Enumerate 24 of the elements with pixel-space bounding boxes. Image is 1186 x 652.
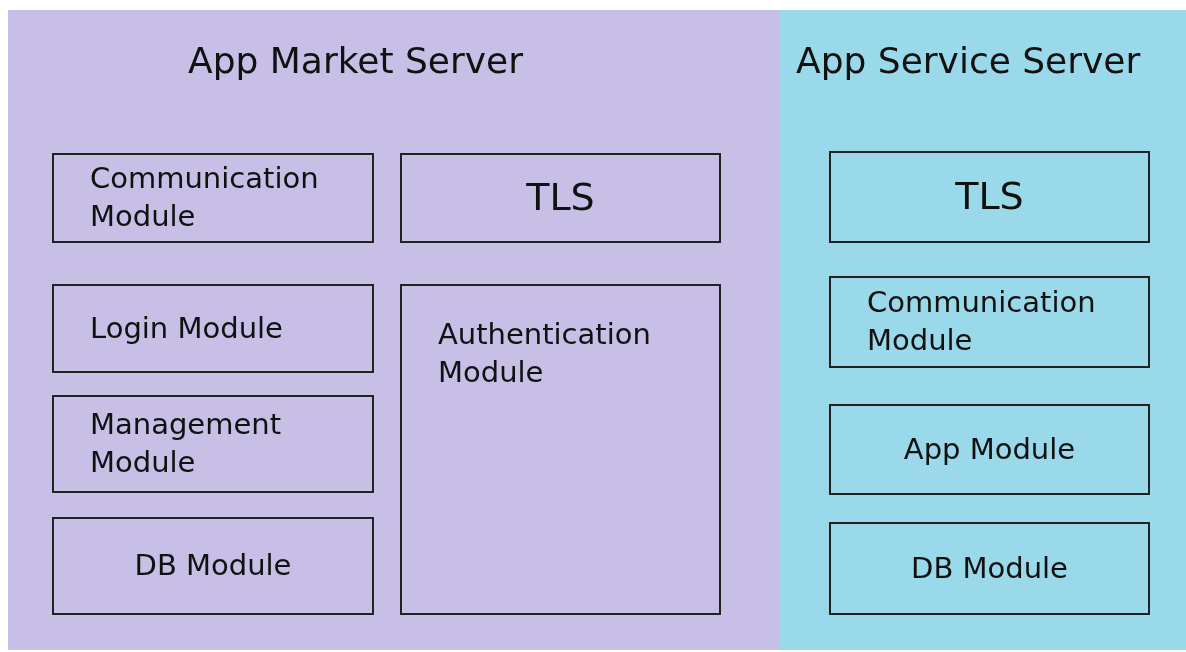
module-box [52, 395, 374, 493]
server-panel [8, 10, 780, 650]
module-label: Communication Module [867, 284, 1097, 359]
module-label: TLS [526, 174, 595, 222]
module-box [829, 151, 1150, 243]
module-box [52, 153, 374, 243]
panel-title: App Market Server [188, 40, 524, 81]
server-panel [780, 10, 1186, 650]
module-box [829, 522, 1150, 615]
module-label: Management Module [90, 406, 283, 481]
module-box [400, 284, 721, 615]
module-label: Login Module [90, 309, 283, 347]
module-box [829, 276, 1150, 368]
module-label: App Module [903, 430, 1076, 468]
module-label: TLS [955, 173, 1024, 221]
module-box [829, 404, 1150, 495]
module-label: Communication Module [90, 160, 320, 235]
panel-title: App Service Server [796, 40, 1141, 81]
module-box [52, 284, 374, 373]
module-box [52, 517, 374, 615]
module-box [400, 153, 721, 243]
module-label: DB Module [134, 547, 292, 585]
module-label: DB Module [911, 549, 1068, 587]
module-label: Authentication Module [438, 316, 652, 391]
